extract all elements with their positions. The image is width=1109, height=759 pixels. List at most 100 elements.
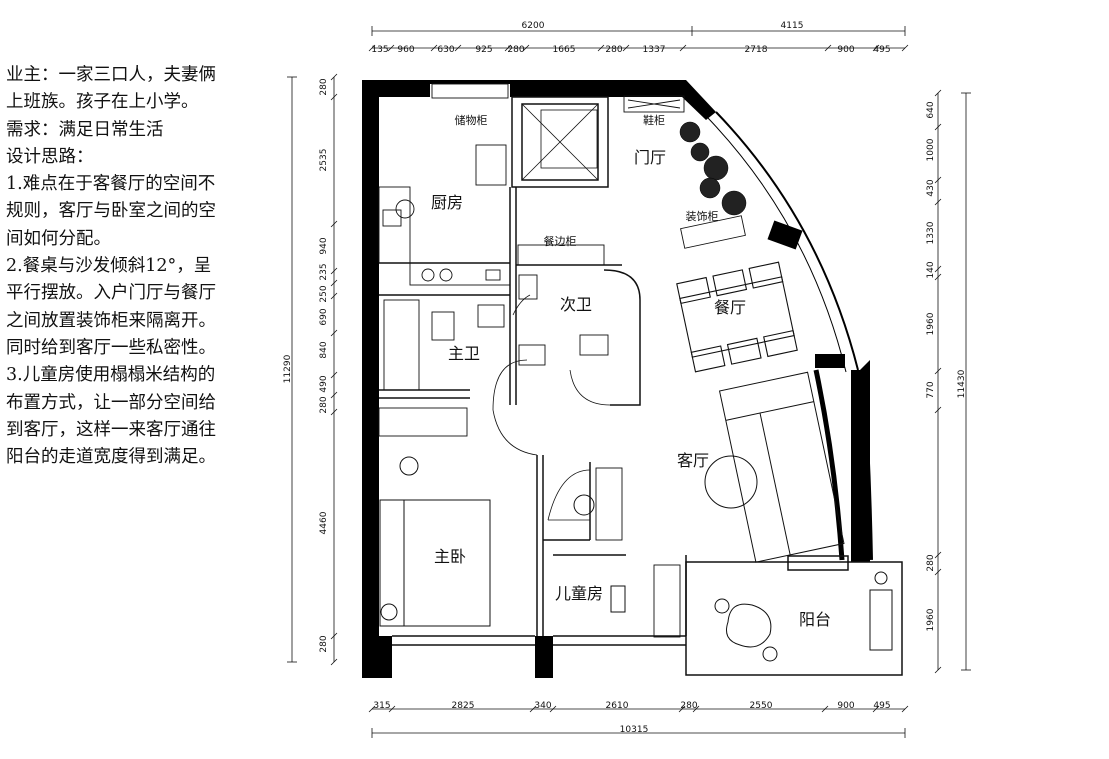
living-set [704,371,845,563]
dimension-tick [934,265,942,273]
dining-set [676,261,798,373]
dimension-tick [934,273,942,281]
design-notes: 业主：一家三口人，夫妻俩 上班族。孩子在上小学。 需求：满足日常生活 设计思路：… [6,62,276,471]
dim-left: 2535 [319,149,329,172]
dimension-tick [368,705,376,713]
door-swings [492,294,611,521]
dim-bottom: 2610 [606,701,629,711]
dimension-tick [934,568,942,576]
room-label-dining: 餐厅 [714,298,746,317]
room-label-balcony: 阳台 [799,610,831,629]
dim-bottom-total: 10315 [620,725,649,735]
dimension-tick [330,73,338,81]
dimension-tick [678,705,686,713]
room-label-foyer: 门厅 [634,148,666,167]
room-label-secondary-bath: 次卫 [560,295,592,314]
kitchen-fixtures [378,83,605,286]
dim-left: 235 [319,263,329,280]
label-sideboard: 餐边柜 [544,234,577,248]
dimension-tick [330,408,338,416]
note-line: 阳台的走道宽度得到满足。 [6,447,216,468]
dim-bottom: 2825 [452,701,475,711]
dimension-tick [430,44,438,52]
dim-top: 925 [475,45,492,55]
dimension-tick [330,267,338,275]
cabinets [378,95,746,638]
note-line: 同时给到客厅一些私密性。 [6,337,216,358]
dim-top: 900 [837,45,854,55]
note-line: 到客厅，这样一来客厅通往 [6,419,216,440]
dimension-tick [330,220,338,228]
dimension-tick [330,391,338,399]
note-line: 间如何分配。 [6,228,111,249]
dim-top: 1337 [643,45,666,55]
note-line: 规则，客厅与卧室之间的空 [6,201,216,222]
dimension-tick [934,666,942,674]
bedroom-furniture [379,456,626,627]
note-line: 需求：满足日常生活 [6,119,164,140]
dim-right: 1000 [926,138,936,161]
label-shoe-cabinet: 鞋柜 [643,113,665,127]
dimension-tick [387,44,395,52]
dim-left: 940 [319,237,329,254]
note-line: 之间放置装饰柜来隔离开。 [6,310,216,331]
balcony-furniture [714,571,893,662]
note-line: 设计思路： [6,146,94,167]
bath-fixtures [383,274,609,391]
dimension-tick [934,198,942,206]
dimension-tick [330,658,338,666]
dimension-tick [454,44,462,52]
room-labels: 厨房 门厅 次卫 主卫 餐厅 客厅 主卧 儿童房 阳台 [431,148,831,629]
dim-left: 840 [319,341,329,358]
dim-left: 280 [319,78,329,95]
dimension-lines [287,26,971,738]
dimension-tick [934,176,942,184]
room-label-master-bedroom: 主卧 [434,547,466,566]
dim-left: 490 [319,375,329,392]
dim-top-total-1: 6200 [522,21,545,31]
exterior-walls [362,80,870,678]
dim-right: 1960 [926,608,936,631]
dim-right: 640 [926,101,936,118]
plants [679,121,747,216]
note-line: 布置方式，让一部分空间给 [6,392,216,413]
dim-top: 1665 [553,45,576,55]
room-label-living: 客厅 [677,451,709,470]
dim-left: 4460 [319,511,329,534]
dimension-tick [330,371,338,379]
furniture-labels: 储物柜 鞋柜 装饰柜 餐边柜 [455,113,719,248]
note-line: 上班族。孩子在上小学。 [6,92,199,113]
dimension-tick [330,279,338,287]
dim-right: 1330 [926,221,936,244]
dimension-tick [872,705,880,713]
label-storage-cabinet: 储物柜 [455,113,488,127]
dimension-tick [824,44,832,52]
dimension-tick [934,123,942,131]
dimension-tick [330,632,338,640]
dimension-tick [934,406,942,414]
dimension-tick [388,705,396,713]
dim-left: 250 [319,285,329,302]
dimension-tick [330,292,338,300]
dim-top: 280 [605,45,622,55]
dim-left-total: 11290 [283,354,293,383]
dimension-tick [622,44,630,52]
dim-top: 960 [397,45,414,55]
dim-bottom: 280 [680,701,697,711]
room-label-kitchen: 厨房 [431,193,463,212]
label-decor-cabinet: 装饰柜 [686,209,719,223]
dim-bottom: 495 [873,701,890,711]
dimension-tick [522,44,530,52]
dim-top: 2718 [745,45,768,55]
dim-left: 280 [319,635,329,652]
dim-right: 1960 [926,312,936,335]
dim-top-total-2: 4115 [781,21,804,31]
dim-top: 495 [873,45,890,55]
dimension-tick [692,705,700,713]
dimension-tick [821,705,829,713]
dim-right: 280 [926,554,936,571]
dimension-tick [872,44,880,52]
dim-top: 630 [437,45,454,55]
dimension-tick [597,44,605,52]
